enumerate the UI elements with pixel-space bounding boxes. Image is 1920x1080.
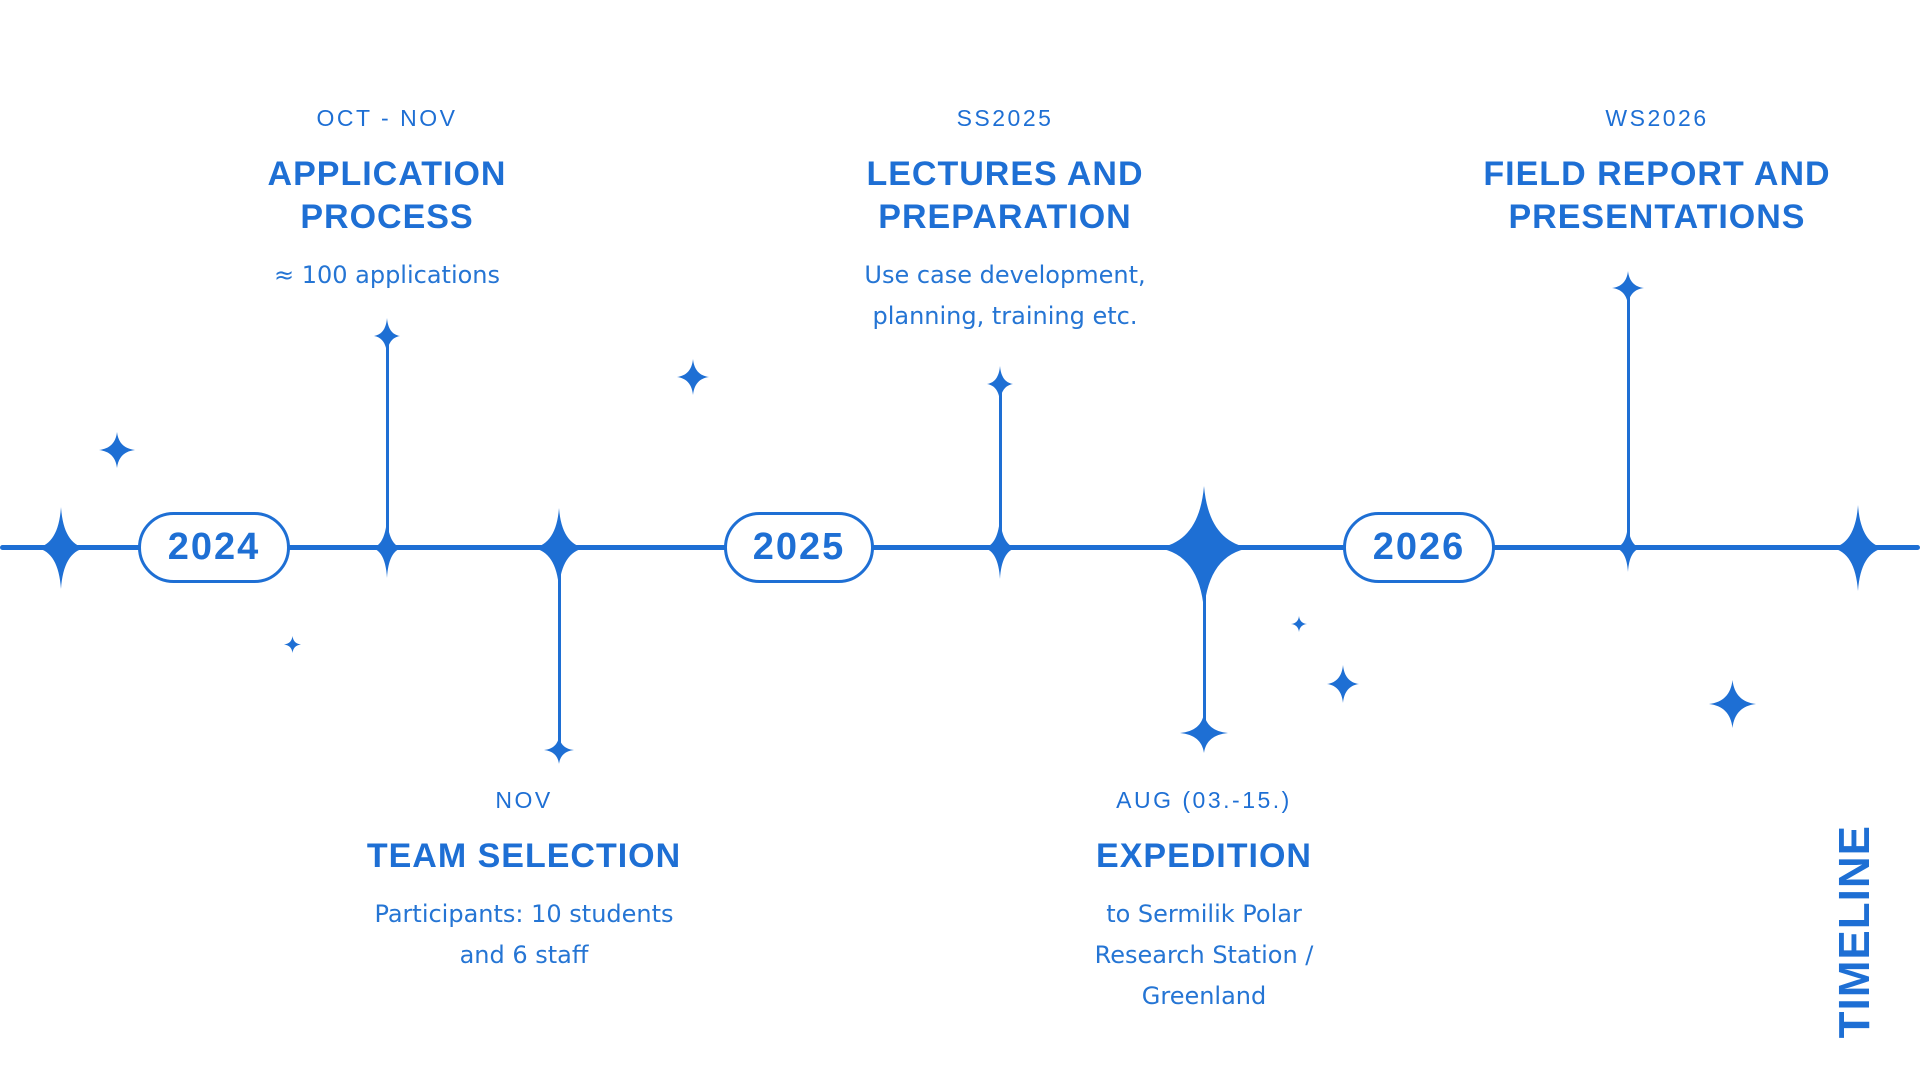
connector-lectures — [998, 386, 1002, 548]
event-expedition: AUG (03.-15.) EXPEDITION to Sermilik Pol… — [944, 787, 1464, 1017]
sparkle-icon — [1327, 665, 1359, 703]
event-team-selection: NOV TEAM SELECTION Participants: 10 stud… — [264, 787, 784, 976]
sparkle-icon — [99, 432, 135, 468]
year-badge-2024: 2024 — [138, 512, 290, 583]
event-description: to Sermilik Polar Research Station / Gre… — [1094, 900, 1314, 1010]
connector-team-selection — [557, 548, 561, 746]
sparkle-node-icon — [533, 508, 585, 588]
connector-expedition — [1202, 548, 1206, 734]
event-date: WS2026 — [1605, 105, 1709, 131]
sparkle-node-icon — [1615, 524, 1641, 572]
event-description: Use case development, planning, training… — [864, 261, 1146, 330]
sparkle-node-icon — [984, 517, 1016, 579]
sparkle-icon — [677, 359, 709, 395]
event-title: APPLICATION PROCESS — [267, 155, 507, 236]
event-lectures-and-preparation: SS2025 LECTURES AND PREPARATION Use case… — [745, 105, 1265, 337]
event-date: SS2025 — [956, 105, 1054, 131]
event-date: OCT - NOV — [316, 105, 458, 131]
connector-field-report — [1626, 292, 1630, 548]
event-date: AUG (03.-15.) — [1116, 787, 1292, 813]
sparkle-node-icon — [372, 518, 402, 578]
sparkle-icon — [1832, 505, 1884, 591]
event-date: NOV — [495, 787, 553, 813]
connector-application-process — [385, 338, 389, 548]
event-title: FIELD REPORT AND PRESENTATIONS — [1483, 155, 1831, 236]
year-label: 2025 — [752, 526, 846, 568]
event-description: ≈ 100 applications — [273, 261, 501, 289]
sparkle-node-icon — [1180, 713, 1228, 753]
timeline-axis — [0, 545, 1920, 550]
year-label: 2026 — [1372, 526, 1466, 568]
event-title: TEAM SELECTION — [366, 837, 682, 875]
year-label: 2024 — [167, 526, 261, 568]
sparkle-icon — [284, 636, 301, 653]
event-description: Participants: 10 students and 6 staff — [374, 900, 674, 969]
sparkle-icon — [37, 507, 85, 589]
event-title: EXPEDITION — [1096, 837, 1312, 875]
sparkle-node-icon — [1158, 486, 1250, 610]
sparkle-icon — [1709, 680, 1756, 728]
sparkle-node-icon — [374, 318, 400, 354]
sparkle-node-icon — [544, 736, 574, 764]
sparkle-node-icon — [1612, 271, 1644, 305]
event-title: LECTURES AND PREPARATION — [866, 155, 1144, 236]
sparkle-icon — [1291, 616, 1307, 632]
year-badge-2026: 2026 — [1343, 512, 1495, 583]
timeline-side-label: TIMELINE — [1830, 824, 1879, 1038]
sparkle-node-icon — [987, 366, 1013, 402]
event-application-process: OCT - NOV APPLICATION PROCESS ≈ 100 appl… — [127, 105, 647, 296]
year-badge-2025: 2025 — [724, 512, 874, 583]
event-field-report-and-presentations: WS2026 FIELD REPORT AND PRESENTATIONS — [1397, 105, 1917, 239]
